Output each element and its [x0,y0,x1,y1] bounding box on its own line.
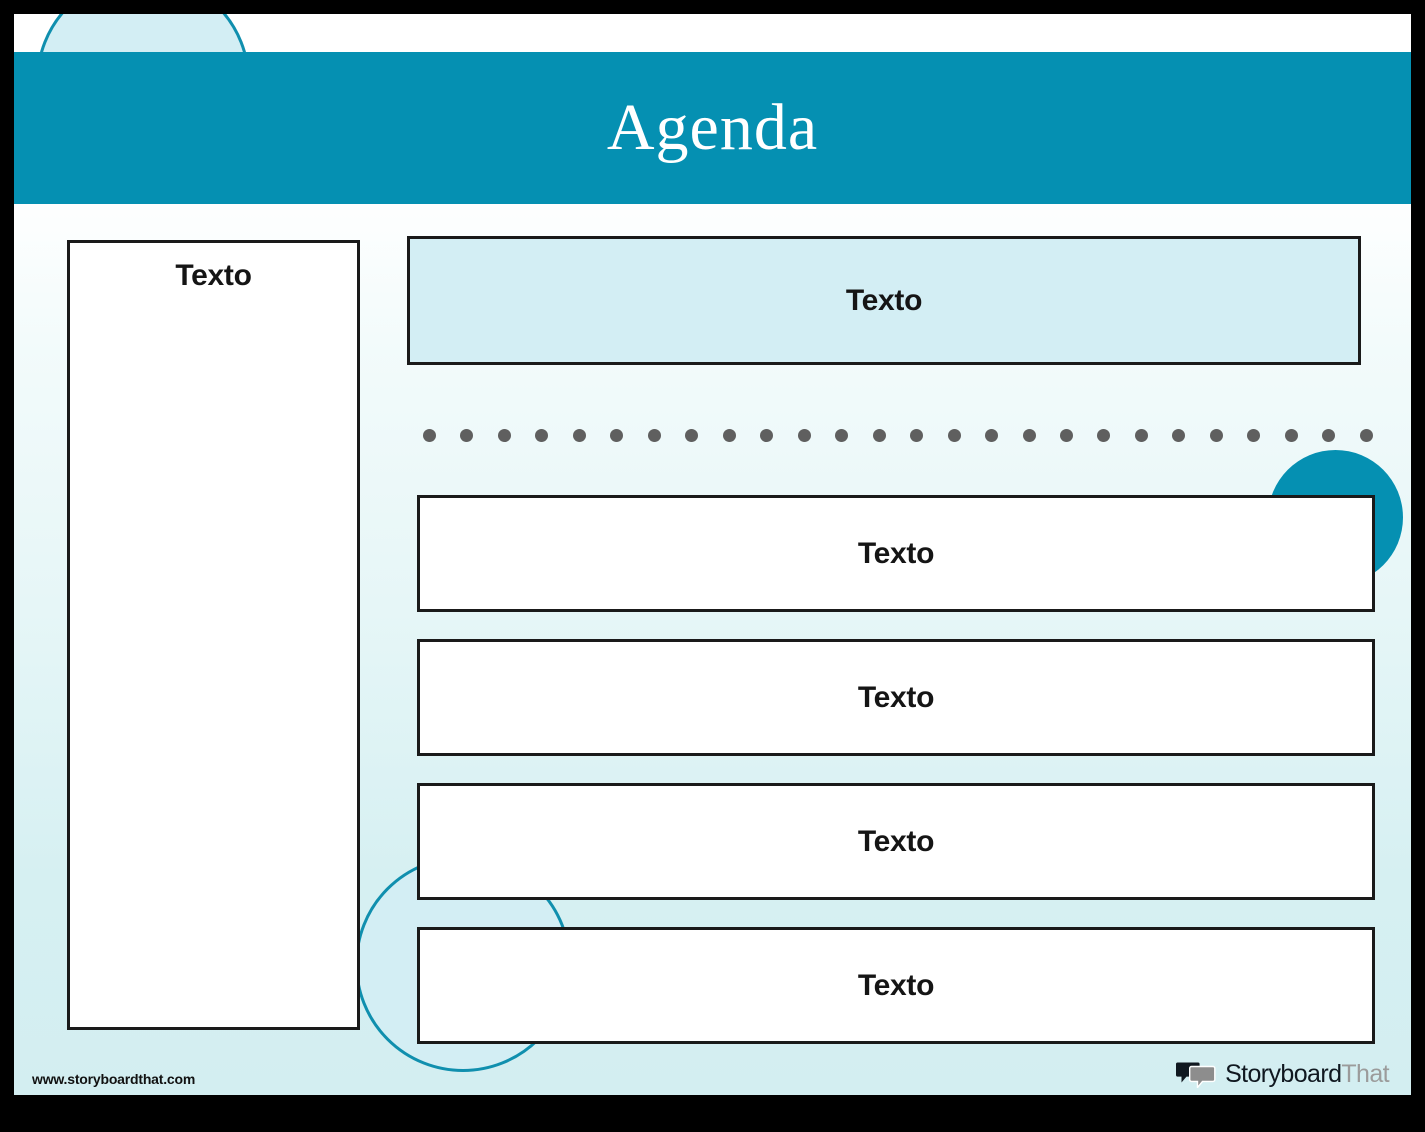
slide-canvas: Agenda Texto Texto Texto Texto Texto Tex… [14,14,1411,1095]
divider-dot [872,428,886,442]
divider-dot [797,428,811,442]
divider-dot [460,428,474,442]
agenda-item-label-1: Texto [845,283,923,317]
divider-dot [610,428,624,442]
brand-primary-text: Storyboard [1225,1060,1342,1088]
brand-secondary-text: That [1341,1060,1389,1088]
divider-dot [572,428,586,442]
agenda-item-box-5[interactable]: Texto [417,927,1375,1044]
header-band: Agenda [14,52,1411,204]
divider-dot [1097,428,1111,442]
divider-dot [947,428,961,442]
divider-dot [1059,428,1073,442]
sidebar-text-box-label: Texto [175,259,252,292]
divider-dot [1359,428,1373,442]
agenda-item-label-4: Texto [857,824,935,858]
agenda-item-box-3[interactable]: Texto [417,639,1375,756]
divider-dot [1322,428,1336,442]
agenda-item-box-2[interactable]: Texto [417,495,1375,612]
divider-dot [1209,428,1223,442]
divider-dot [1022,428,1036,442]
footer-website-url[interactable]: www.storyboardthat.com [32,1071,196,1087]
agenda-item-label-2: Texto [857,536,935,570]
divider-dot [535,428,549,442]
speech-bubbles-icon [1176,1061,1216,1090]
divider-dot [910,428,924,442]
divider-dot [1172,428,1186,442]
divider-dot [985,428,999,442]
divider-dot [760,428,774,442]
divider-dot [647,428,661,442]
divider-dot [1134,428,1148,442]
divider-dot [722,428,736,442]
divider-dot [835,428,849,442]
divider-dot [1247,428,1261,442]
storyboardthat-wordmark: StoryboardThat [1225,1060,1390,1089]
sidebar-text-box[interactable]: Texto [67,240,360,1030]
page-title: Agenda [606,91,819,164]
divider-dot [497,428,511,442]
storyboardthat-logo[interactable]: StoryboardThat [1176,1060,1390,1090]
divider-dot [685,428,699,442]
agenda-item-label-5: Texto [857,968,935,1002]
dotted-divider [423,428,1373,442]
agenda-item-box-1[interactable]: Texto [407,236,1361,365]
agenda-item-label-3: Texto [857,680,935,714]
agenda-item-box-4[interactable]: Texto [417,783,1375,900]
divider-dot [1284,428,1298,442]
divider-dot [423,428,436,442]
